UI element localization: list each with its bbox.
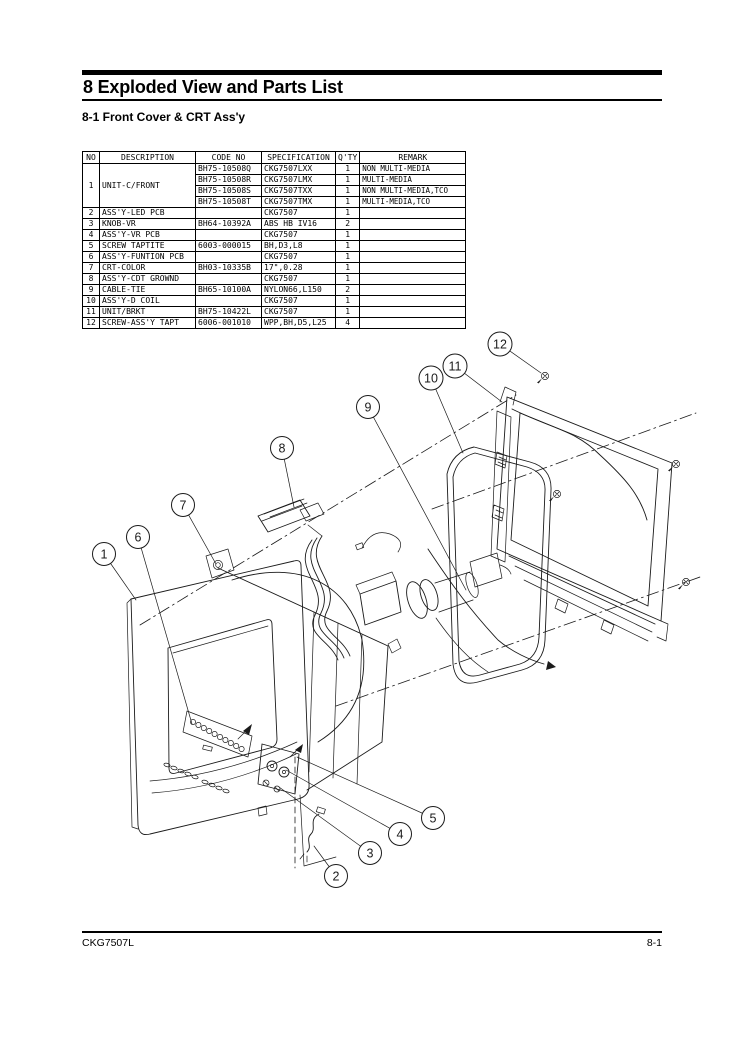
table-row: 8 ASS'Y-CDT GROWND CKG7507 1: [82, 273, 467, 285]
table-row: 4 ASS'Y-VR PCB CKG7507 1: [82, 229, 467, 241]
parts-table: NO DESCRIPTION CODE NO SPECIFICATION Q'T…: [82, 151, 467, 329]
svg-text:7: 7: [180, 499, 187, 513]
table-row: 1 UNIT-C/FRONT BH75-10508Q CKG7507LXX 1 …: [82, 163, 467, 208]
table-row: BH75-10508T CKG7507TMX 1 MULTI-MEDIA,TCO: [83, 196, 467, 208]
header-rule: [82, 99, 662, 101]
callout-9: 9: [356, 395, 380, 419]
construction-lines: [139, 394, 701, 707]
chapter-title: 8 Exploded View and Parts List: [83, 77, 343, 97]
table-row: 10 ASS'Y-D COIL CKG7507 1: [82, 295, 467, 307]
table-row: 2 ASS'Y-LED PCB CKG7507 1: [82, 207, 467, 219]
svg-text:10: 10: [424, 372, 438, 386]
callout-2: 2: [324, 864, 348, 888]
screws: [537, 372, 690, 590]
vr-pcb-assembly: [257, 743, 303, 795]
degauss-coil: [446, 446, 552, 684]
callout-7: 7: [171, 493, 195, 517]
section-title: 8-1 Front Cover & CRT Ass'y: [82, 110, 246, 124]
screw-icon: [549, 490, 561, 502]
callout-12: 12: [487, 331, 513, 357]
svg-text:2: 2: [333, 870, 340, 884]
svg-text:5: 5: [430, 812, 437, 826]
svg-text:9: 9: [365, 401, 372, 415]
svg-text:8: 8: [279, 442, 286, 456]
screw-icon: [678, 578, 690, 590]
svg-text:4: 4: [397, 828, 404, 842]
table-row: 12 SCREW-ASS'Y TAPT 6006-001010 WPP,BH,D…: [82, 317, 467, 329]
footer-model: CKG7507L: [82, 937, 134, 949]
cell-remark: [359, 317, 467, 329]
svg-text:11: 11: [449, 360, 462, 374]
screw-icon: [537, 372, 549, 384]
svg-text:1: 1: [101, 548, 108, 562]
callout-4: 4: [388, 822, 412, 846]
crt-neck-yoke: [355, 532, 556, 673]
callout-10: 10: [418, 365, 444, 391]
callout-3: 3: [358, 841, 382, 865]
callout-5: 5: [421, 806, 445, 830]
callouts: 1 2 3 4 5 6 7: [92, 331, 513, 888]
led-window: [257, 805, 268, 817]
bracket-frame: [490, 386, 673, 642]
footer-rule: [82, 931, 662, 933]
svg-text:12: 12: [493, 338, 507, 352]
footer-page-number: 8-1: [646, 937, 662, 949]
svg-text:3: 3: [367, 847, 374, 861]
led-cable: [299, 806, 326, 863]
front-cover: [126, 560, 337, 869]
svg-text:6: 6: [135, 531, 142, 545]
callout-1: 1: [92, 542, 116, 566]
cell-qty: 4: [334, 317, 361, 329]
table-header-row: NO DESCRIPTION CODE NO SPECIFICATION Q'T…: [82, 151, 467, 164]
table-row: BH75-10508S CKG7507TXX 1 NON MULTI-MEDIA…: [83, 185, 467, 197]
ribbon-cable: [257, 498, 351, 661]
table-row: 11 UNIT/BRKT BH75-10422L CKG7507 1: [82, 306, 467, 318]
cell-qty: 1: [334, 229, 361, 241]
cell-description: UNIT-C/FRONT: [99, 163, 196, 208]
callout-11: 11: [442, 353, 468, 379]
crt-shield: [205, 548, 402, 791]
callout-6: 6: [126, 525, 150, 549]
header-top-bar: [82, 70, 662, 75]
screw-icon: [668, 460, 680, 472]
callout-8: 8: [270, 436, 294, 460]
table-row: 7 CRT-COLOR BH03-10335B 17",0.28 1: [82, 262, 467, 274]
